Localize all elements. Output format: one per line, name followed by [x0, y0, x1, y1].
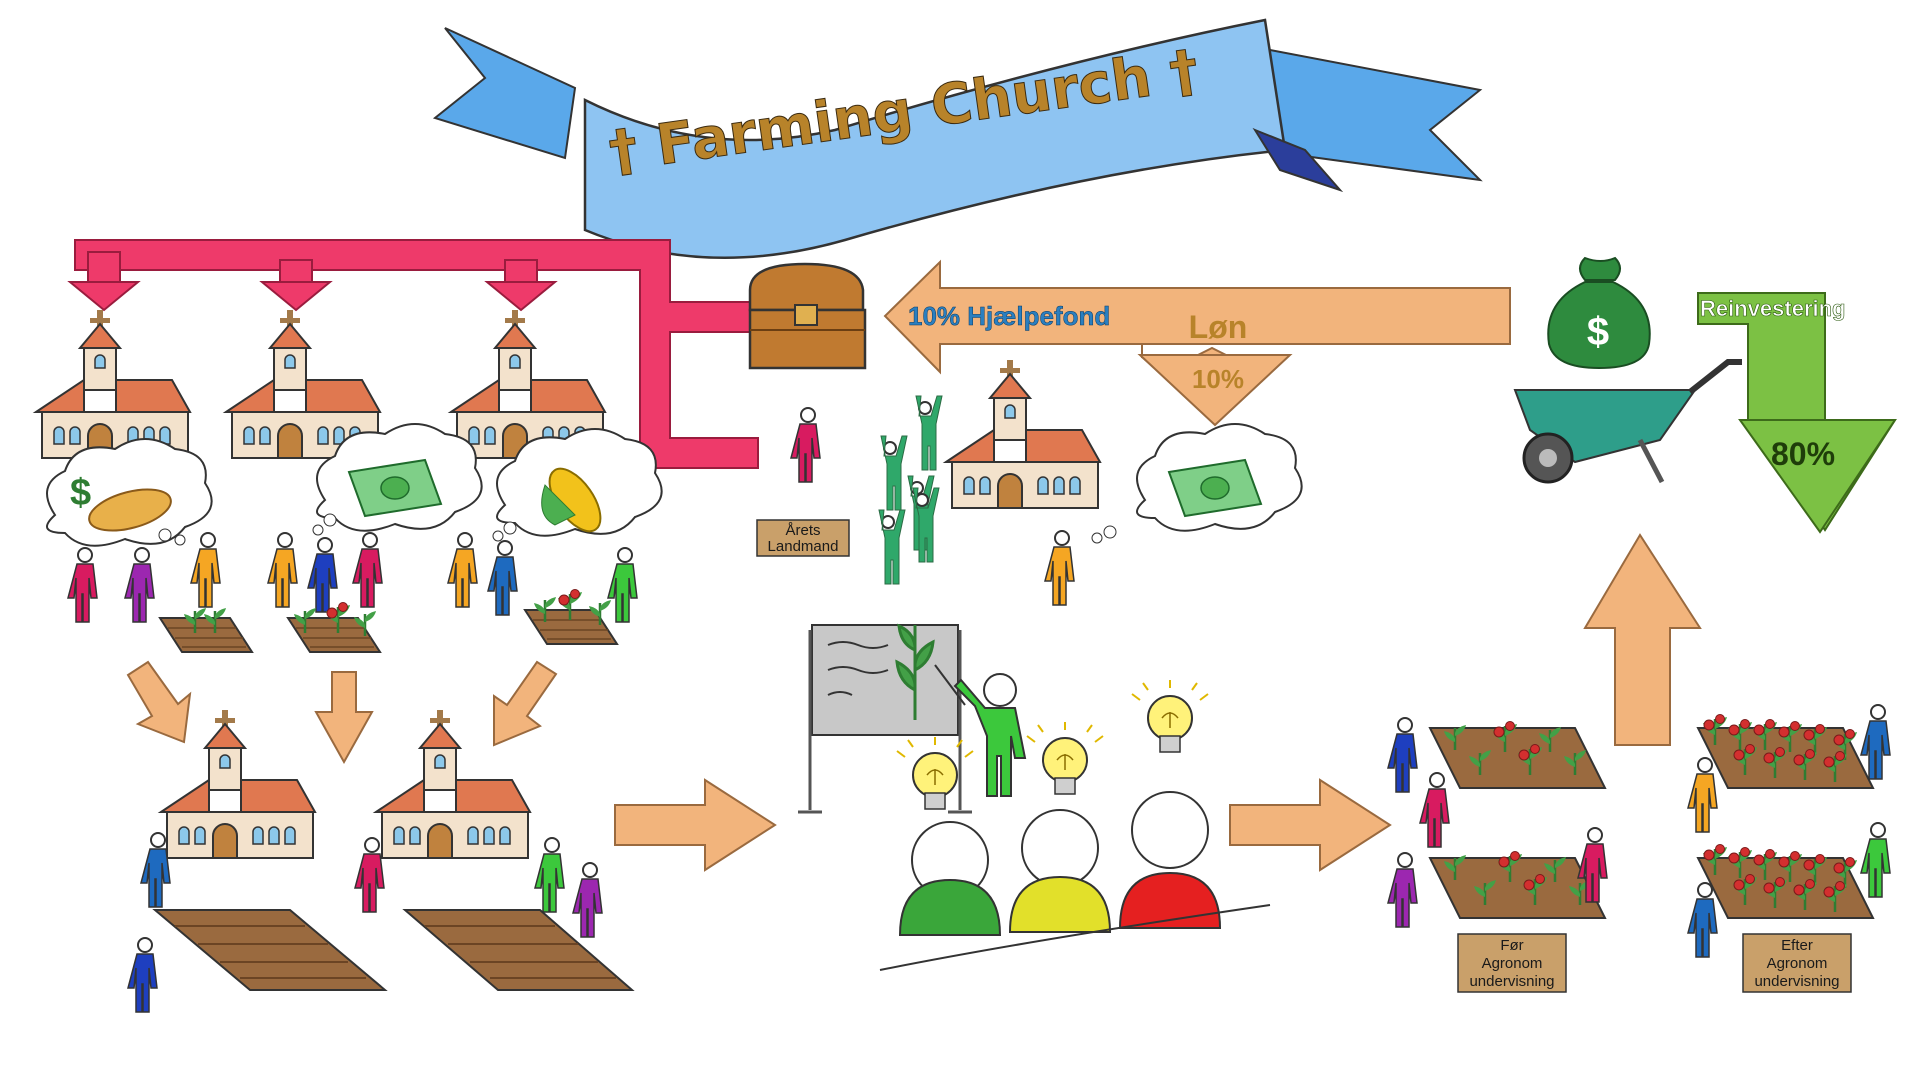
- dollar-symbol: $: [70, 472, 91, 514]
- after-sign-line2: Agronom: [1767, 955, 1828, 972]
- people-group-top-left: [67, 532, 638, 623]
- thought-bread: $: [46, 438, 213, 547]
- flow-arrows: [614, 533, 1702, 872]
- merge-arrows: [126, 660, 558, 765]
- after-sign-line1: Efter: [1781, 937, 1813, 954]
- fields-after: Efter Agronom undervisning: [1687, 704, 1891, 993]
- title-banner: † Farming Church †: [432, 18, 1483, 259]
- big-fields-left: [152, 909, 635, 991]
- reinvest-percent: 80%: [1771, 436, 1835, 472]
- classroom-scene: [798, 623, 1271, 971]
- farmer-sign-line2: Landmand: [768, 538, 839, 555]
- thought-corn: [492, 428, 663, 542]
- fund-arrow: 10% Hjælpefond Løn 10%: [883, 259, 1511, 427]
- fund-label: 10% Hjælpefond: [908, 301, 1110, 331]
- distribution-arrow: [67, 239, 759, 469]
- fields-before: Før Agronom undervisning: [1387, 717, 1608, 993]
- small-fields-top: [159, 588, 618, 653]
- wheelbarrow-icon: [1513, 359, 1742, 484]
- before-sign-line2: Agronom: [1482, 955, 1543, 972]
- thought-money: [312, 423, 483, 536]
- farmer-of-year: Årets Landmand: [756, 407, 850, 557]
- salary-percent: 10%: [1192, 364, 1244, 394]
- treasure-chest-icon: [748, 262, 867, 370]
- money-bag-dollar: $: [1587, 310, 1609, 354]
- money-bag-icon: $: [1547, 256, 1651, 370]
- before-sign-line1: Før: [1500, 937, 1523, 954]
- salary-label: Løn: [1189, 309, 1248, 345]
- church-center: [945, 359, 1101, 509]
- after-sign-line3: undervisning: [1754, 973, 1839, 990]
- cheering-crowd: [878, 395, 943, 585]
- thought-salary: [1044, 423, 1303, 606]
- reinvest-arrow: Reinvestering 80%: [1697, 292, 1897, 534]
- reinvest-label: Reinvestering: [1700, 296, 1846, 321]
- church-1: [35, 309, 191, 459]
- before-sign-line3: undervisning: [1469, 973, 1554, 990]
- farmer-sign-line1: Årets: [785, 522, 820, 539]
